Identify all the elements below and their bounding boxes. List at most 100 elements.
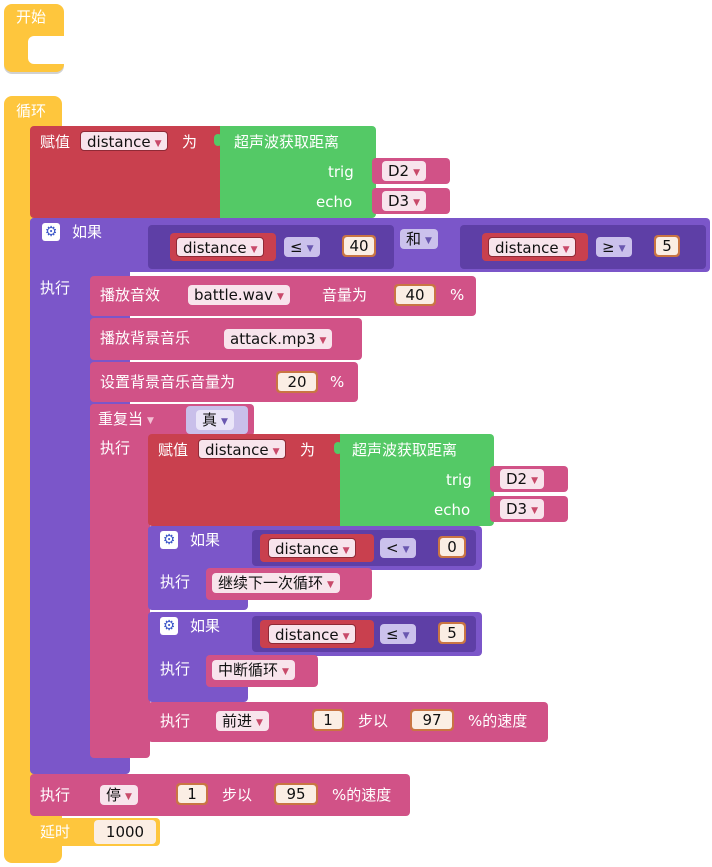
assign-label-2: 赋值 [158, 441, 189, 459]
variable-name: distance [275, 540, 339, 558]
dropdown-arrow-icon: ▼ [154, 139, 162, 149]
dropdown-arrow-icon: ▼ [276, 292, 284, 302]
dropdown-arrow-icon: ▼ [531, 476, 539, 486]
variable-dropdown-b[interactable]: distance▼ [268, 624, 357, 644]
ultrasonic-label-1: 超声波获取距离 [234, 133, 340, 151]
operator-dropdown-a[interactable]: <▼ [380, 538, 416, 558]
variable-dropdown-distance-2[interactable]: distance▼ [198, 439, 287, 459]
play-bg-music-label: 播放背景音乐 [100, 329, 191, 347]
continue-loop-dropdown[interactable]: 继续下一次循环▼ [212, 573, 340, 593]
boolean-value: 真 [202, 411, 218, 429]
start-block[interactable]: 开始 [4, 4, 68, 72]
ultrasonic-block-2[interactable] [340, 434, 494, 526]
speed-number-1[interactable]: 97 [410, 709, 454, 731]
dropdown-arrow-icon: ▼ [125, 792, 132, 802]
operator-value: ≤ [290, 238, 303, 256]
boolean-dropdown[interactable]: 真▼ [196, 410, 234, 430]
direction-dropdown-1[interactable]: 前进▼ [216, 711, 269, 731]
loop-action-value: 继续下一次循环 [218, 574, 324, 592]
number-block-cond2[interactable]: 5 [654, 235, 680, 257]
trig-pin-dropdown-1[interactable]: D2▼ [382, 161, 427, 181]
number-value: 1 [314, 711, 342, 729]
echo-pin-dropdown-1[interactable]: D3▼ [382, 191, 427, 211]
variable-name: distance [205, 441, 269, 459]
operator-dropdown-cond2[interactable]: ≥▼ [596, 237, 632, 257]
gear-icon[interactable]: ⚙ [42, 223, 60, 241]
ultrasonic-block-1[interactable] [220, 126, 376, 218]
dropdown-arrow-icon: ▼ [306, 244, 314, 254]
gear-icon[interactable]: ⚙ [160, 617, 178, 635]
repeat-while-block[interactable] [90, 404, 150, 758]
variable-dropdown-distance[interactable]: distance▼ [80, 131, 169, 151]
operator-value: ≤ [386, 625, 399, 643]
trig-pin-dropdown-2[interactable]: D2▼ [500, 469, 545, 489]
dropdown-arrow-icon: ▼ [618, 244, 626, 254]
direction-value: 前进 [222, 712, 253, 730]
bg-music-file-dropdown[interactable]: attack.mp3▼ [224, 329, 333, 349]
dropdown-arrow-icon: ▼ [342, 632, 350, 642]
echo-label-1: echo [316, 193, 353, 211]
number-value: 40 [344, 237, 374, 255]
variable-name: distance [183, 239, 247, 257]
dropdown-arrow-icon: ▼ [282, 667, 289, 677]
operator-dropdown-b[interactable]: ≤▼ [380, 624, 416, 644]
number-value: 40 [396, 286, 434, 304]
loop-label: 循环 [16, 102, 47, 120]
trig-label-2: trig [446, 471, 472, 489]
dropdown-arrow-icon: ▼ [221, 417, 228, 427]
number-block-cond1[interactable]: 40 [342, 235, 376, 257]
direction-dropdown-2[interactable]: 停▼ [100, 785, 138, 805]
gear-icon[interactable]: ⚙ [160, 531, 178, 549]
bg-volume-number[interactable]: 20 [276, 371, 318, 393]
steps-label-1: 步以 [358, 712, 389, 730]
dropdown-arrow-icon: ▼ [342, 546, 350, 556]
trig-label-1: trig [328, 163, 354, 181]
file-name: attack.mp3 [230, 330, 316, 348]
number-value: 97 [412, 711, 452, 729]
if-label-b: 如果 [190, 617, 221, 635]
number-block-b[interactable]: 5 [438, 622, 466, 644]
number-value: 5 [440, 624, 464, 642]
operator-value: < [386, 539, 399, 557]
break-loop-dropdown[interactable]: 中断循环▼ [212, 660, 295, 680]
ultrasonic-connector [214, 134, 222, 146]
stop-block[interactable] [30, 774, 410, 816]
delay-label: 延时 [40, 823, 71, 841]
start-block-notch [28, 36, 68, 64]
operator-value: ≥ [602, 238, 615, 256]
dropdown-arrow-icon: ▼ [402, 631, 410, 641]
variable-dropdown-cond2[interactable]: distance▼ [488, 237, 577, 257]
if-label-main: 如果 [72, 223, 103, 241]
delay-number[interactable]: 1000 [94, 820, 156, 844]
repeat-mode-dropdown[interactable]: 重复当▼ [94, 409, 158, 429]
volume-label: 音量为 [322, 286, 368, 304]
pin-value: D2 [388, 162, 410, 180]
operator-dropdown-cond1[interactable]: ≤▼ [284, 237, 320, 257]
loop-action-value: 中断循环 [218, 661, 279, 679]
repeat-mode-value: 重复当 [98, 410, 144, 428]
number-block-a[interactable]: 0 [438, 536, 466, 558]
steps-label-2: 步以 [222, 786, 253, 804]
number-value: 20 [278, 373, 316, 391]
number-value: 95 [276, 785, 316, 803]
steps-number-1[interactable]: 1 [312, 709, 344, 731]
speed-label-2: %的速度 [332, 786, 392, 804]
and-dropdown[interactable]: 和▼ [400, 229, 438, 249]
variable-dropdown-cond1[interactable]: distance▼ [176, 237, 265, 257]
repeat-do-label: 执行 [100, 439, 131, 457]
ultrasonic-connector [334, 442, 342, 454]
pin-value: D3 [506, 500, 528, 518]
steps-number-2[interactable]: 1 [176, 783, 208, 805]
speed-number-2[interactable]: 95 [274, 783, 318, 805]
variable-dropdown-a[interactable]: distance▼ [268, 538, 357, 558]
move-do-label-1: 执行 [160, 712, 191, 730]
pin-value: D3 [388, 192, 410, 210]
if-do-label-b: 执行 [160, 660, 191, 678]
dropdown-arrow-icon: ▼ [147, 416, 154, 426]
volume-number[interactable]: 40 [394, 284, 436, 306]
sound-file-dropdown[interactable]: battle.wav▼ [188, 285, 290, 305]
echo-pin-dropdown-2[interactable]: D3▼ [500, 499, 545, 519]
move-forward-block[interactable] [148, 702, 548, 742]
percent-label: % [450, 286, 465, 304]
direction-value: 停 [106, 786, 122, 804]
